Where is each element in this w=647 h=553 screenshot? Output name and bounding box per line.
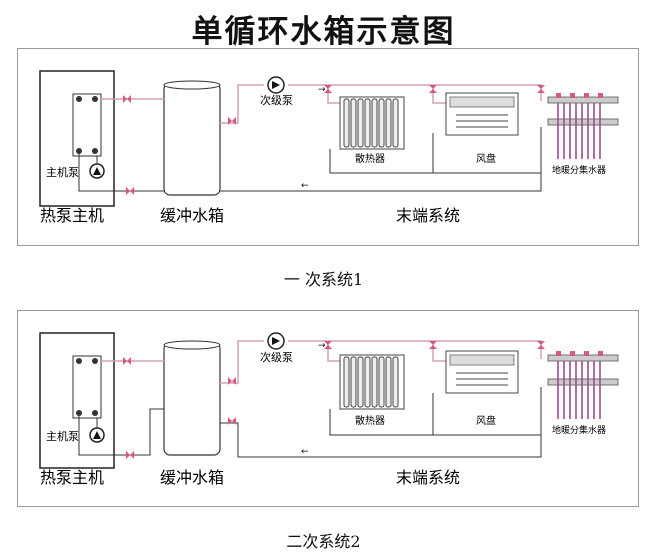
plate-heat-exchanger-icon bbox=[72, 355, 102, 419]
system-2-diagram: 主机泵 次级泵 散热器 风盘 地暖分集水器 热泵主机 缓冲水箱 末端系统 → ← bbox=[39, 332, 619, 487]
floor-heating-manifold-icon bbox=[547, 93, 619, 159]
manifold-label: 地暖分集水器 bbox=[552, 424, 606, 436]
fan-coil-icon bbox=[445, 350, 519, 394]
heat-pump-host-label: 热泵主机 bbox=[40, 206, 104, 225]
flow-arrow-icon: ← bbox=[301, 181, 309, 191]
terminal-system-label: 末端系统 bbox=[396, 468, 460, 487]
buffer-tank-label: 缓冲水箱 bbox=[160, 468, 224, 487]
buffer-tank-label: 缓冲水箱 bbox=[160, 206, 224, 225]
heat-pump-host-label: 热泵主机 bbox=[40, 468, 104, 487]
flow-arrow-icon: → bbox=[318, 341, 326, 351]
plate-heat-exchanger-icon bbox=[72, 93, 102, 157]
valve-icon bbox=[123, 85, 545, 195]
system-2-caption: 二次系统2 bbox=[286, 532, 361, 551]
secondary-pump-label: 次级泵 bbox=[260, 93, 293, 107]
main-pump-label: 主机泵 bbox=[46, 429, 79, 443]
terminal-system-label: 末端系统 bbox=[396, 206, 460, 225]
fan-coil-label: 风盘 bbox=[476, 414, 496, 427]
diagram-title: 单循环水箱示意图 bbox=[191, 14, 456, 50]
system-1-caption: 一 次系统1 bbox=[283, 270, 364, 289]
radiator-label: 散热器 bbox=[355, 414, 385, 427]
buffer-tank-icon bbox=[163, 342, 221, 456]
valve-icon bbox=[123, 341, 545, 459]
floor-heating-manifold-icon bbox=[547, 351, 619, 419]
main-pump-label: 主机泵 bbox=[46, 165, 79, 179]
secondary-pump-label: 次级泵 bbox=[260, 350, 293, 364]
buffer-tank-icon bbox=[163, 82, 221, 196]
flow-arrow-icon: ← bbox=[301, 447, 309, 457]
system-1-panel: 主机泵 次级泵 散热器 风盘 地暖分集水器 热泵主机 缓冲水箱 末端系统 → ← bbox=[17, 48, 639, 246]
radiator-icon bbox=[339, 354, 405, 410]
manifold-label: 地暖分集水器 bbox=[552, 164, 606, 176]
radiator-label: 散热器 bbox=[355, 152, 385, 165]
flow-arrow-icon: → bbox=[318, 85, 326, 95]
system-1-diagram: 主机泵 次级泵 散热器 风盘 地暖分集水器 热泵主机 缓冲水箱 末端系统 → ← bbox=[39, 70, 619, 225]
radiator-icon bbox=[339, 96, 405, 150]
fan-coil-label: 风盘 bbox=[476, 152, 496, 165]
system-2-panel: 主机泵 次级泵 散热器 风盘 地暖分集水器 热泵主机 缓冲水箱 末端系统 → ← bbox=[17, 310, 639, 507]
fan-coil-icon bbox=[445, 92, 519, 136]
